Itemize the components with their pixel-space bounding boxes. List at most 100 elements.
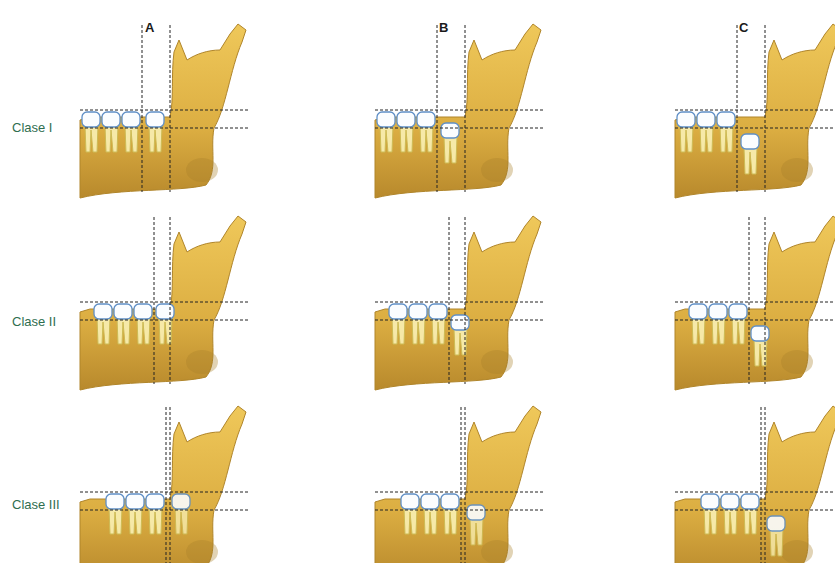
column-letter: C [739, 20, 748, 35]
tooth-root [109, 508, 122, 534]
tooth-root [744, 148, 757, 174]
mandible-bone [375, 24, 541, 198]
occlusal-line [675, 492, 835, 493]
tooth-crown [146, 494, 164, 509]
cervical-line [675, 510, 835, 511]
bone-texture [186, 540, 218, 563]
bone-texture [481, 158, 513, 182]
tooth-root [400, 126, 413, 152]
mandible-bone [80, 406, 246, 563]
tooth-crown [401, 494, 419, 509]
tooth-crown [741, 494, 759, 509]
mandible-bone [375, 406, 541, 563]
cervical-line [375, 128, 543, 129]
occlusal-line [675, 302, 835, 303]
tooth-root [470, 519, 483, 545]
molar-line [737, 25, 738, 192]
tooth-root [149, 126, 162, 152]
tooth-crown [709, 304, 727, 319]
ramus-line [170, 25, 171, 192]
ramus-line [465, 407, 466, 563]
cervical-line [675, 320, 835, 321]
tooth-root [380, 126, 393, 152]
tooth-crown [122, 112, 140, 127]
tooth-root [129, 508, 142, 534]
occlusal-line [375, 110, 543, 111]
tooth-root [700, 126, 713, 152]
occlusal-line [80, 110, 248, 111]
cervical-line [375, 320, 543, 321]
tooth-root [732, 318, 745, 344]
tooth-root [444, 137, 457, 163]
mandible-panel [80, 406, 248, 563]
class-label: Clase III [12, 497, 60, 512]
occlusal-line [80, 302, 248, 303]
tooth-root [125, 126, 138, 152]
ramus-line [765, 25, 766, 192]
tooth-crown [689, 304, 707, 319]
tooth-crown [106, 494, 124, 509]
tooth-crown [397, 112, 415, 127]
molar-line [461, 407, 462, 563]
tooth-crown [751, 326, 769, 341]
tooth-crown [409, 304, 427, 319]
occlusal-line [675, 110, 835, 111]
tooth-crown [729, 304, 747, 319]
tooth-crown [146, 112, 164, 127]
tooth-root [105, 126, 118, 152]
ramus-line [465, 25, 466, 192]
mandible-bone [675, 24, 835, 198]
tooth-crown [697, 112, 715, 127]
tooth-root [137, 318, 150, 344]
molar-line [761, 407, 762, 563]
mandible-panel [375, 406, 543, 563]
column-letter: B [439, 20, 448, 35]
tooth-root [149, 508, 162, 534]
mandible-panel [675, 24, 835, 198]
bone-texture [481, 540, 513, 563]
mandible-bone [675, 406, 835, 563]
tooth-crown [417, 112, 435, 127]
bone-texture [781, 350, 813, 374]
tooth-crown [421, 494, 439, 509]
tooth-root [712, 318, 725, 344]
tooth-root [392, 318, 405, 344]
tooth-crown [429, 304, 447, 319]
tooth-crown [741, 134, 759, 149]
tooth-crown [134, 304, 152, 319]
bone-texture [186, 158, 218, 182]
tooth-crown [94, 304, 112, 319]
molar-line [449, 217, 450, 384]
mandible-bone [675, 216, 835, 390]
molar-line [437, 25, 438, 192]
mandible-bone [80, 24, 246, 198]
cervical-line [80, 510, 248, 511]
molar-line [142, 25, 143, 192]
tooth-root [692, 318, 705, 344]
class-label: Clase I [12, 120, 52, 135]
tooth-root [404, 508, 417, 534]
tooth-crown [717, 112, 735, 127]
tooth-crown [767, 516, 785, 531]
ramus-line [170, 217, 171, 384]
occlusal-line [80, 492, 248, 493]
tooth-root [432, 318, 445, 344]
mandible-panel [80, 216, 248, 390]
molar-line [166, 407, 167, 563]
mandible-bone [375, 216, 541, 390]
mandible-panel [375, 24, 543, 198]
tooth-crown [377, 112, 395, 127]
tooth-root [420, 126, 433, 152]
tooth-crown [126, 494, 144, 509]
tooth-root [720, 126, 733, 152]
tooth-root [770, 530, 783, 556]
tooth-root [424, 508, 437, 534]
tooth-crown [441, 494, 459, 509]
tooth-crown [172, 494, 190, 509]
tooth-crown [721, 494, 739, 509]
tooth-root [117, 318, 130, 344]
tooth-root [175, 508, 188, 534]
ramus-line [765, 217, 766, 384]
bone-texture [781, 158, 813, 182]
